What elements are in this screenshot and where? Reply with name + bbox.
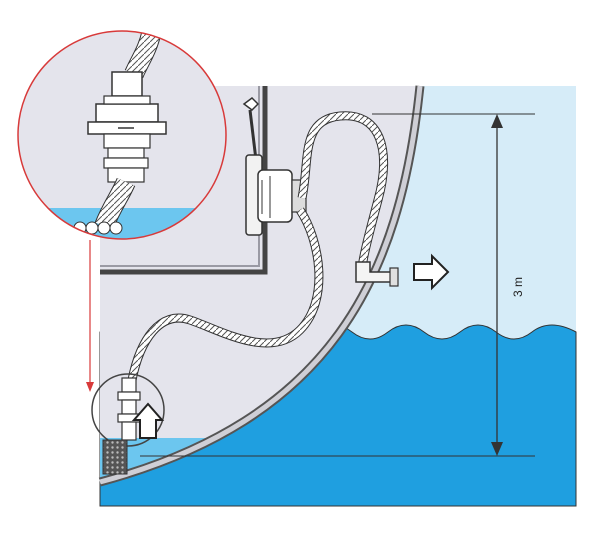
cabin-bulkhead: [100, 86, 268, 275]
arrow-up-icon: [131, 402, 165, 439]
thru-hull-fitting: [355, 261, 399, 287]
height-dimension: 3 m: [140, 113, 535, 457]
detail-leader-line: [86, 240, 94, 392]
height-label: 3 m: [511, 277, 525, 297]
strainer-fitting: [117, 377, 141, 441]
strainer-detail-ring: [91, 373, 165, 447]
strainer-mesh: [102, 439, 128, 475]
pump-handle: [242, 97, 260, 161]
arrow-right-icon: [413, 253, 450, 291]
